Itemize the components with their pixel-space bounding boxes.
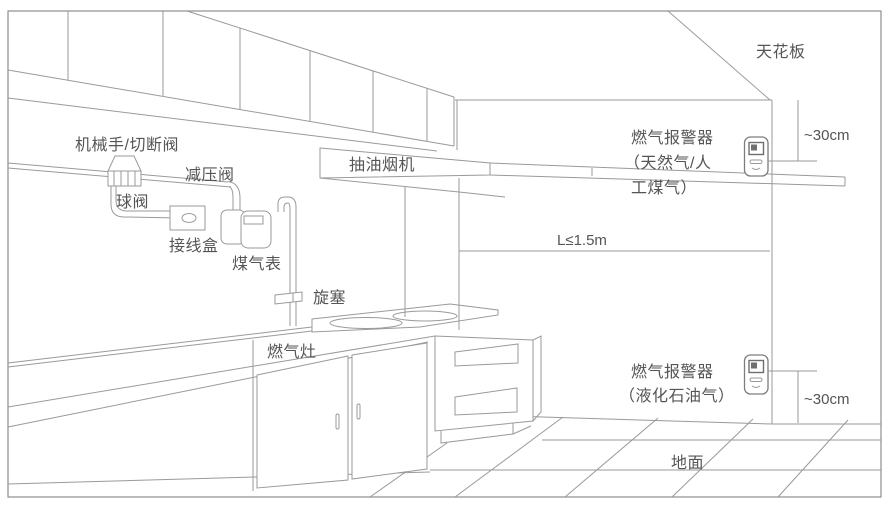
meter-outlet-pipe-inner bbox=[283, 202, 291, 326]
door-handle-right bbox=[356, 403, 361, 420]
floor-label: 地面 bbox=[671, 454, 704, 472]
gas-stove-label: 燃气灶 bbox=[267, 343, 317, 361]
stove-body bbox=[311, 303, 499, 333]
range-hood-label: 抽油烟机 bbox=[349, 156, 415, 174]
door-handle-left bbox=[335, 413, 340, 430]
alarm-ng-distance-label: ~30cm bbox=[804, 127, 849, 144]
drawer-unit bbox=[426, 335, 542, 469]
backsplash-panel bbox=[404, 178, 460, 330]
ball-valve-label: 球阀 bbox=[116, 193, 149, 211]
drawer-unit-side bbox=[532, 335, 542, 422]
alarm-ng-label-line2: （天然气/人 bbox=[624, 154, 711, 172]
alarm-lpg-label-line2: （液化石油气） bbox=[619, 387, 735, 405]
alarm-ng-label-line1: 燃气报警器 bbox=[631, 129, 714, 147]
distance-l-label: L≤1.5m bbox=[557, 232, 607, 249]
gas-meter-label: 煤气表 bbox=[232, 255, 282, 273]
pressure-reducing-valve-label: 减压阀 bbox=[185, 166, 235, 184]
plug-valve-icon bbox=[274, 291, 303, 305]
counter-back-edge bbox=[7, 326, 313, 364]
gas-stove bbox=[311, 303, 499, 333]
meter-outlet-pipe-outer bbox=[277, 196, 297, 326]
valve-wire-b bbox=[115, 186, 170, 212]
alarm-lpg-distance-label: ~30cm bbox=[804, 391, 849, 408]
ceiling-and-wall bbox=[455, 10, 773, 424]
gas-alarm-natural-gas bbox=[743, 100, 817, 177]
plug-valve-label: 旋塞 bbox=[313, 289, 346, 307]
counter bbox=[7, 326, 436, 491]
upper-cabinets bbox=[7, 10, 455, 152]
drawer-front-top bbox=[454, 343, 519, 367]
hood-underside bbox=[319, 177, 506, 198]
valve-wire-a bbox=[110, 186, 182, 219]
mechanical-cutoff-valve-icon bbox=[107, 155, 142, 187]
stove-burner-right bbox=[392, 310, 458, 322]
ceiling-label: 天花板 bbox=[756, 43, 806, 61]
junction-box-label: 接线盒 bbox=[169, 237, 219, 255]
junction-box-icon bbox=[169, 205, 206, 231]
ceiling-fold-line bbox=[667, 10, 771, 101]
stove-burner-left bbox=[329, 317, 403, 329]
cabinet-door-right bbox=[351, 342, 428, 480]
mechanical-cutoff-valve-label: 机械手/切断阀 bbox=[75, 136, 179, 154]
range-hood bbox=[319, 147, 846, 198]
alarm-ng-label-line3: 工煤气） bbox=[631, 179, 697, 197]
gas-alarm-lpg bbox=[743, 354, 817, 423]
alarm-lpg-label-line1: 燃气报警器 bbox=[631, 363, 714, 381]
cabinet-door-left bbox=[256, 355, 349, 489]
gas-meter-icon bbox=[220, 209, 272, 249]
counter-front-top-edge bbox=[7, 335, 436, 408]
drawer-front-bottom bbox=[454, 387, 518, 416]
